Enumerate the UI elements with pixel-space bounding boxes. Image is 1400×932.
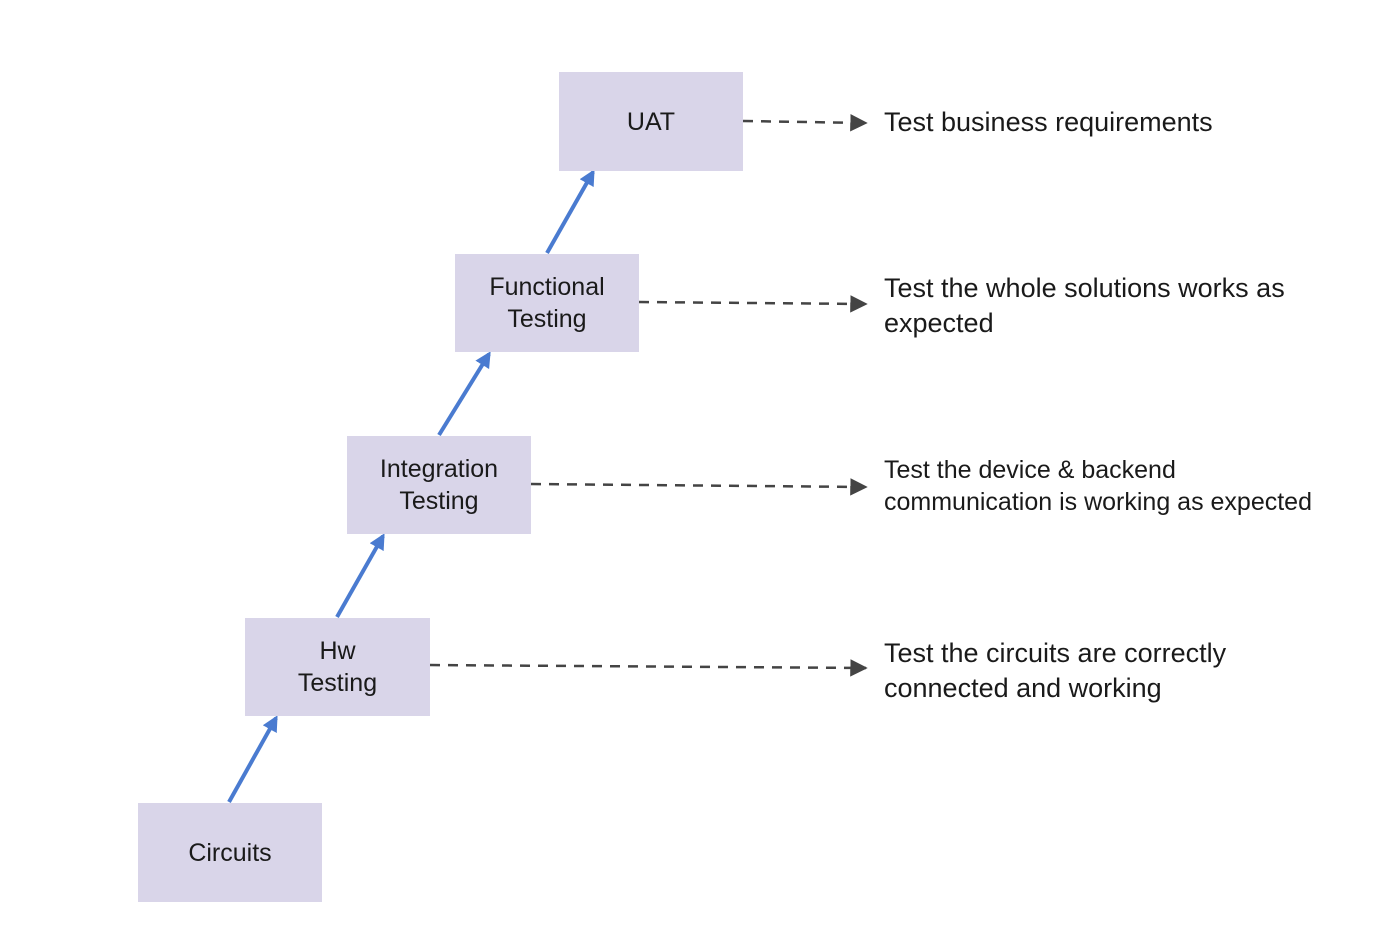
- stage-box-circuits: Circuits: [138, 803, 322, 902]
- description-functional-testing: Test the whole solutions works as expect…: [884, 273, 1285, 338]
- arrow-hw-to-integration: [335, 533, 385, 618]
- arrow-circuits-to-hw: [227, 715, 278, 803]
- stage-box-functional-testing: Functional Testing: [455, 254, 639, 352]
- description-hw-testing: Test the circuits are correctly connecte…: [884, 638, 1227, 703]
- dashed-arrow-integration: [530, 478, 868, 496]
- dashed-arrow-functional: [638, 295, 868, 313]
- stage-label-hw-testing: Hw Testing: [297, 637, 378, 697]
- stage-label-integration-testing: Integration Testing: [379, 455, 499, 515]
- stage-box-hw-testing: Hw Testing: [245, 618, 430, 716]
- stage-box-integration-testing: Integration Testing: [347, 436, 531, 534]
- dashed-arrow-hw: [429, 659, 868, 677]
- stage-label-uat: UAT: [626, 107, 676, 136]
- arrow-integration-to-functional: [437, 351, 491, 437]
- description-uat: Test business requirements: [884, 107, 1213, 137]
- arrow-functional-to-uat: [545, 169, 595, 254]
- stage-label-circuits: Circuits: [188, 838, 272, 867]
- dashed-arrow-uat: [742, 113, 868, 132]
- description-integration-testing: Test the device & backend communication …: [884, 456, 1312, 516]
- stage-box-uat: UAT: [559, 72, 743, 171]
- stage-label-functional-testing: Functional Testing: [489, 273, 605, 333]
